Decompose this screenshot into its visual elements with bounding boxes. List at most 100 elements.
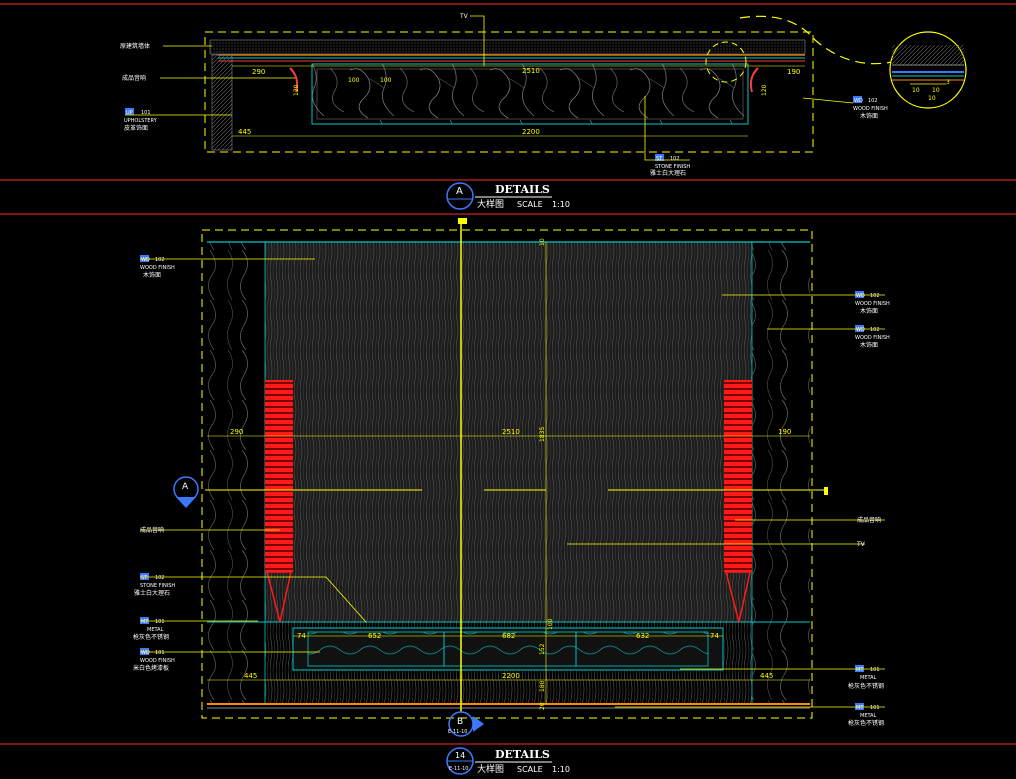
elev-wd4-cn: 米白色烤漆板 — [133, 664, 169, 672]
elev-wd3-en: WOOD FINISH — [855, 335, 890, 341]
svg-text:WD: WD — [141, 257, 150, 263]
elev-speaker-left-label: 成品音响 — [140, 526, 164, 534]
elev-dim-190: 190 — [778, 428, 791, 436]
elev-mt2-en: METAL — [860, 675, 877, 681]
title-marker-letter: A — [456, 186, 463, 197]
zoom-dim-10a: 10 — [912, 87, 920, 94]
svg-text:102: 102 — [870, 327, 880, 333]
title-block-bottom: 14 E-11-10 DETAILS 大样图 SCALE 1:10 — [446, 747, 570, 775]
svg-text:102: 102 — [155, 257, 165, 263]
top-plan: 10 10 10 3 290 2510 190 100 100 120 120 … — [120, 13, 967, 177]
elev-wd2-en: WOOD FINISH — [855, 301, 890, 307]
svg-text:ST: ST — [656, 156, 663, 162]
svg-text:101: 101 — [141, 110, 151, 116]
svg-text:UP: UP — [126, 110, 133, 116]
plan-dim-290: 290 — [252, 68, 265, 76]
detail-callout-leader — [739, 15, 893, 65]
elevation: A B E-11-10 290 2510 190 74 652 682 632 … — [133, 218, 890, 737]
plan-label-wall: 原建筑墙体 — [120, 42, 150, 50]
elev-console-drawer-1 — [307, 631, 445, 667]
elev-console-drawer-2 — [443, 631, 577, 667]
elev-mt3-cn: 枪灰色不锈钢 — [848, 719, 884, 727]
svg-text:102: 102 — [868, 98, 878, 104]
elev-wd1-cn: 木饰面 — [143, 271, 161, 279]
zoom-dim-10b: 10 — [932, 87, 940, 94]
svg-text:ST: ST — [141, 575, 148, 581]
elev-dim-682: 682 — [502, 632, 515, 640]
title-ratio: 1:10 — [552, 200, 570, 209]
elev-speaker-right — [724, 380, 752, 572]
svg-text:WD: WD — [141, 650, 150, 656]
elev-left-wood — [207, 242, 265, 704]
elev-dim-290: 290 — [230, 428, 243, 436]
elev-dim-74a: 74 — [297, 632, 306, 640]
plan-side-wall — [211, 54, 233, 151]
elev-speaker-left-stand — [266, 571, 292, 623]
svg-text:101: 101 — [870, 667, 880, 673]
plan-tag-st-cn: 雅士白大理石 — [650, 169, 686, 177]
plan-outline — [204, 31, 814, 153]
elev-st-cn: 雅士白大理石 — [134, 589, 170, 597]
elev-wd3-cn: 木饰面 — [860, 341, 878, 349]
title-bottom-scale: SCALE — [517, 765, 543, 774]
plan-dim-100b: 100 — [380, 77, 392, 84]
title-bottom-marker: 14 — [455, 751, 465, 760]
elev-dim-445a: 445 — [244, 672, 257, 680]
title-bottom-heading: DETAILS — [495, 748, 550, 761]
plan-tag-wd-en: WOOD FINISH — [853, 106, 888, 112]
title-heading: DETAILS — [495, 183, 550, 196]
title-marker-circle — [446, 182, 474, 210]
zoom-hatch — [892, 45, 964, 65]
elev-dim-445b: 445 — [760, 672, 773, 680]
elev-mt1-cn: 枪灰色不锈钢 — [133, 633, 169, 641]
elev-tv-label: TV — [856, 541, 866, 548]
plan-dim-2200: 2200 — [522, 128, 540, 136]
elev-mt3-en: METAL — [860, 713, 877, 719]
elev-speaker-left — [265, 380, 293, 572]
elev-mt1-en: METAL — [147, 627, 164, 633]
plan-wall-slab — [209, 39, 806, 55]
svg-text:WD: WD — [856, 293, 865, 299]
plan-tv-panel — [311, 63, 749, 125]
svg-text:MT: MT — [141, 619, 149, 625]
section-a-letter: A — [182, 482, 189, 492]
title-bottom-cn: 大样图 — [477, 763, 504, 775]
elev-right-wood — [752, 242, 810, 704]
svg-text:101: 101 — [155, 650, 165, 656]
section-b-ref: E-11-10 — [448, 729, 468, 735]
plan-speaker-left — [289, 67, 299, 93]
plan-dim-100a: 100 — [348, 77, 360, 84]
elev-outline — [201, 229, 813, 719]
elev-dim-v152: 152 — [539, 643, 546, 655]
svg-text:MT: MT — [856, 705, 864, 711]
elev-wd4-en: WOOD FINISH — [140, 658, 175, 664]
plan-speaker-right — [749, 67, 759, 93]
title-bottom-ratio: 1:10 — [552, 765, 570, 774]
plan-tv-inner — [316, 68, 744, 120]
elev-dim-652: 652 — [368, 632, 381, 640]
title-cn: 大样图 — [477, 198, 504, 210]
svg-text:MT: MT — [856, 667, 864, 673]
plan-tag-st-en: STONE FINISH — [655, 164, 690, 170]
plan-tag-wd-cn: 木饰面 — [860, 112, 878, 120]
svg-text:102: 102 — [870, 293, 880, 299]
zoom-detail: 10 10 10 3 — [889, 31, 967, 109]
elev-mt2-cn: 枪灰色不锈钢 — [848, 682, 884, 690]
elev-dim-632: 632 — [636, 632, 649, 640]
title-scale: SCALE — [517, 200, 543, 209]
detail-callout-circle — [705, 41, 747, 83]
elev-dim-74b: 74 — [710, 632, 719, 640]
title-block-top: A DETAILS 大样图 SCALE 1:10 — [446, 182, 570, 210]
svg-text:102: 102 — [155, 575, 165, 581]
plan-label-tv: TV — [459, 13, 469, 20]
zoom-dim-3: 3 — [946, 79, 950, 86]
elev-dim-v10: 10 — [539, 238, 546, 246]
title-bottom-marker-ref: E-11-10 — [449, 766, 469, 772]
plan-tag-up-en: UPHOLSTERY — [124, 118, 158, 124]
plan-dim-120b: 120 — [761, 84, 768, 96]
elev-console-drawer-3 — [575, 631, 709, 667]
plan-dim-190: 190 — [787, 68, 800, 76]
elev-st-en: STONE FINISH — [140, 583, 175, 589]
elev-speaker-right-label: 成品音响 — [857, 516, 881, 524]
